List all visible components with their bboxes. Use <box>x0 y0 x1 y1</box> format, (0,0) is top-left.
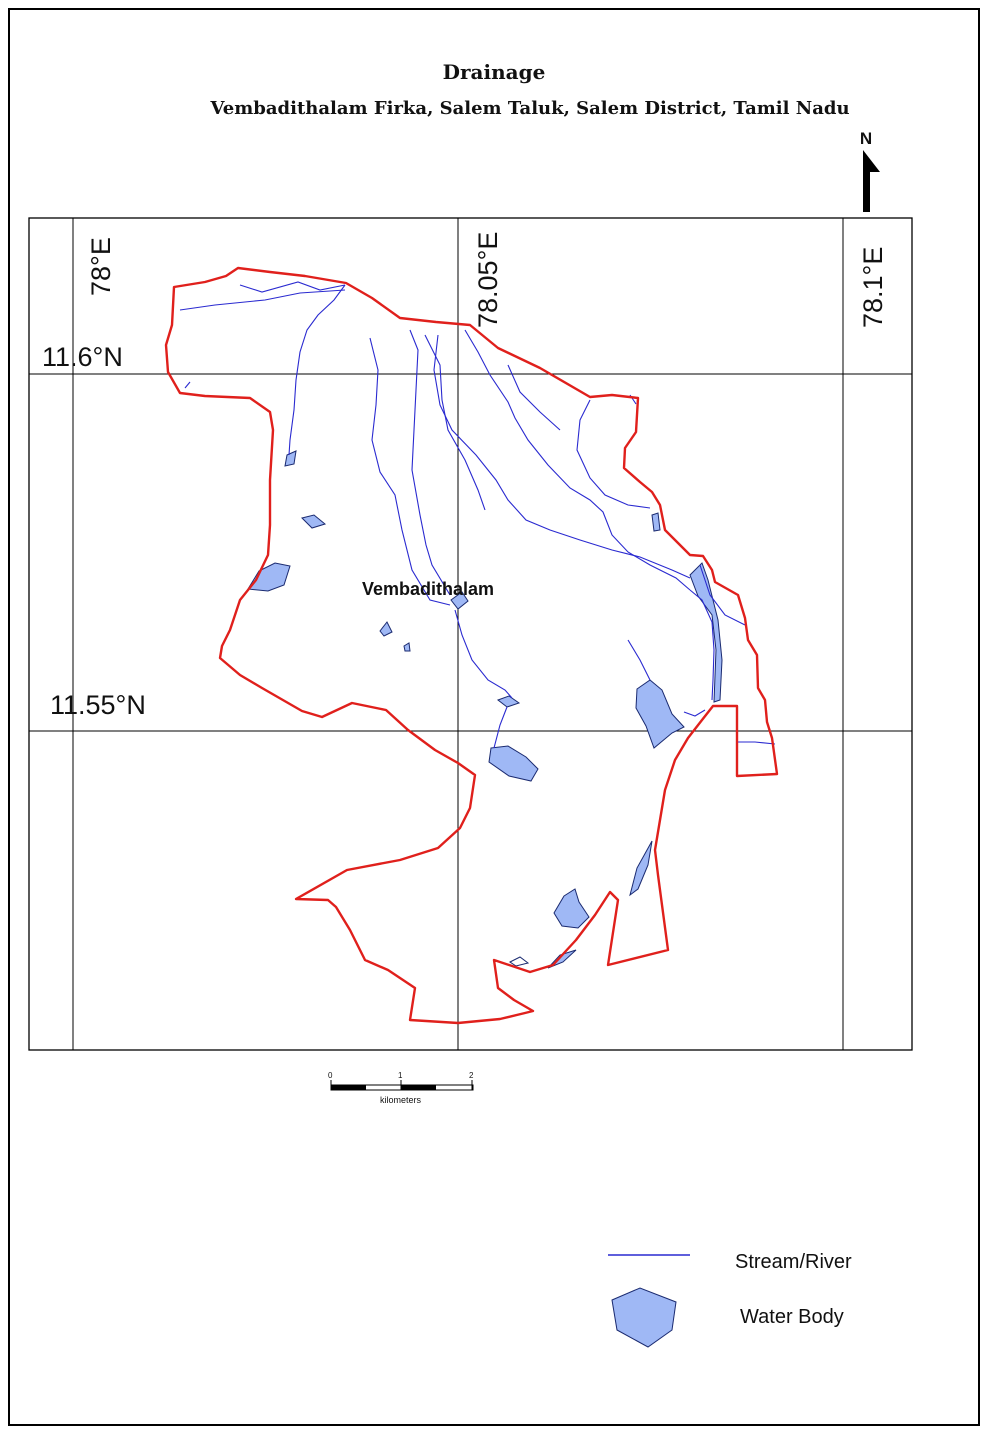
water-body <box>379 621 393 637</box>
water-body <box>403 642 411 652</box>
stream <box>454 609 513 699</box>
scale-bar: 0 1 2 kilometers <box>328 1071 474 1105</box>
water-body <box>553 888 590 929</box>
lon-label-78-1e: 78.1°E <box>858 247 888 328</box>
stream <box>699 564 746 626</box>
water-body <box>651 512 661 532</box>
water-body <box>488 745 539 782</box>
stream <box>738 741 776 745</box>
stream <box>507 364 561 431</box>
water-body <box>689 562 723 703</box>
stream <box>689 589 715 701</box>
lon-label-78e: 78°E <box>86 237 116 296</box>
stream <box>424 334 486 511</box>
place-label-vembadithalam: Vembadithalam <box>362 579 494 599</box>
map-neatline <box>28 217 913 1051</box>
lon-label-78-05e: 78.05°E <box>473 232 503 328</box>
scale-tick-1: 1 <box>398 1071 403 1080</box>
stream <box>576 399 651 509</box>
graticule <box>29 218 912 1050</box>
north-label: N <box>860 129 872 148</box>
stream <box>179 289 346 311</box>
water-body <box>247 562 291 592</box>
streams <box>179 281 776 749</box>
legend: Stream/River Water Body <box>608 1251 852 1348</box>
legend-stream-label: Stream/River <box>735 1251 852 1273</box>
scale-tick-2: 2 <box>469 1071 474 1080</box>
lat-label-11-6n: 11.6°N <box>42 342 123 372</box>
water-body <box>301 514 327 529</box>
stream <box>288 284 346 456</box>
scale-tick-0: 0 <box>328 1071 333 1080</box>
stream <box>369 337 451 606</box>
stream <box>683 709 706 717</box>
lat-label-11-55n: 11.55°N <box>50 690 146 720</box>
legend-water-body-label: Water Body <box>740 1306 844 1328</box>
water-body <box>496 695 521 708</box>
stream <box>409 329 451 596</box>
stream <box>493 706 508 749</box>
map-subtitle: Vembadithalam Firka, Salem Taluk, Salem … <box>210 98 850 119</box>
water-body <box>635 679 685 749</box>
firka-boundary <box>164 266 779 1025</box>
stream <box>184 381 191 389</box>
stream <box>239 281 346 293</box>
map-frame <box>8 8 980 1426</box>
stream <box>627 639 651 681</box>
stream <box>464 329 691 591</box>
scale-unit: kilometers <box>380 1095 422 1105</box>
legend-water-body-symbol <box>611 1287 677 1348</box>
water-body <box>629 840 653 897</box>
north-arrow-icon: N <box>860 129 880 212</box>
water-body <box>284 450 297 467</box>
stream <box>433 334 691 579</box>
water-body <box>509 956 530 967</box>
water-body <box>450 591 469 610</box>
map-title: Drainage <box>442 60 546 84</box>
water-bodies <box>247 450 723 969</box>
